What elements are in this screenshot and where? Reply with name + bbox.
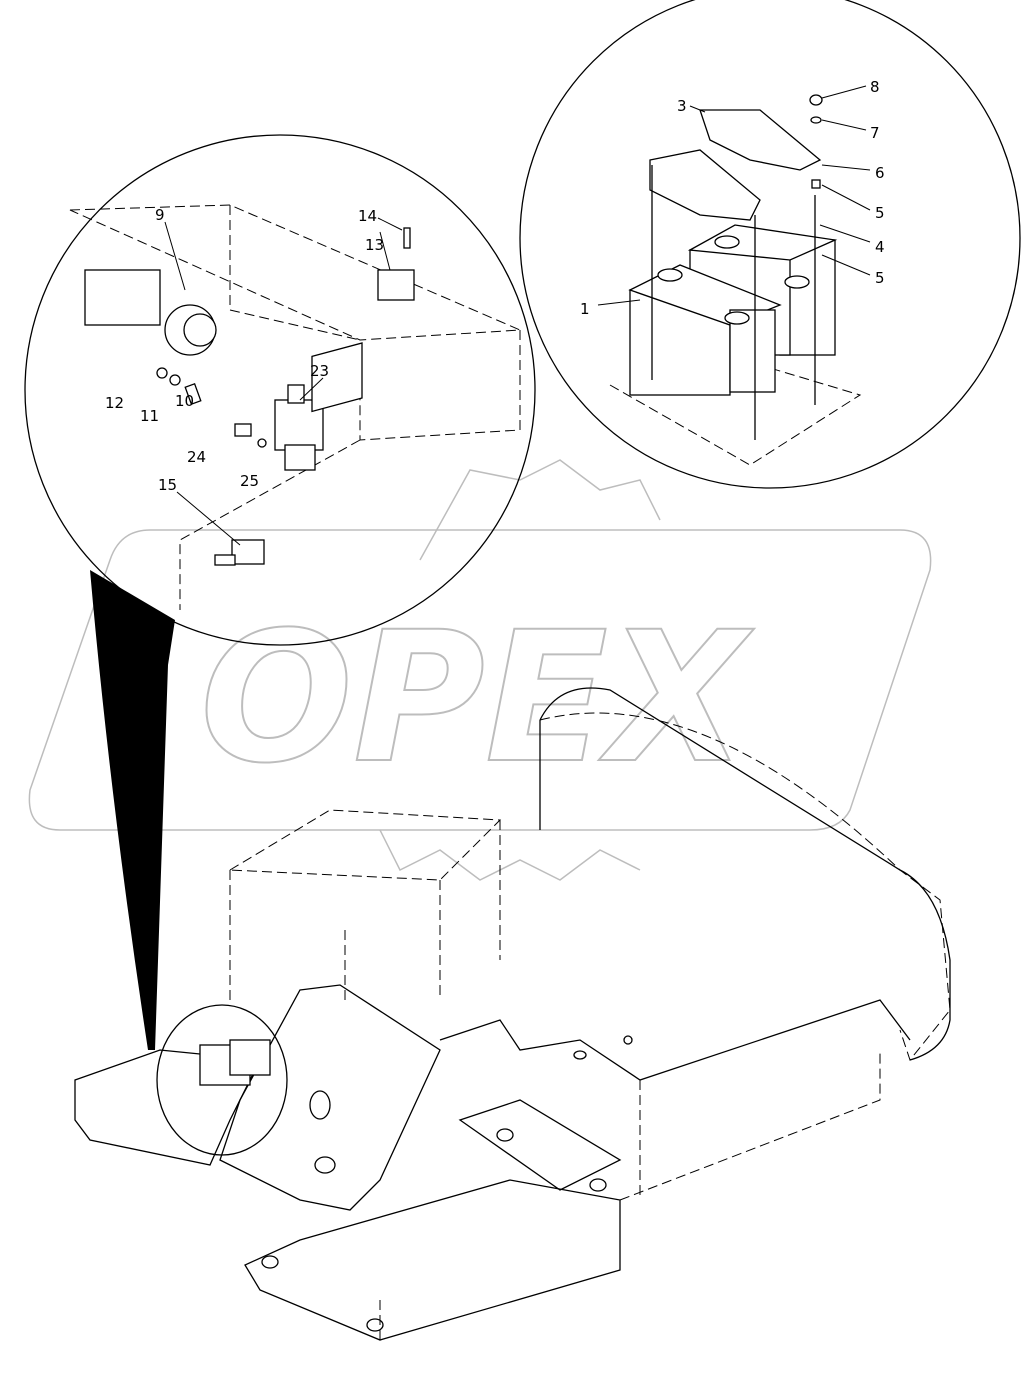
callout-3: 3 bbox=[677, 97, 687, 115]
callout-24: 24 bbox=[187, 448, 206, 466]
callout-10: 10 bbox=[175, 392, 194, 410]
machine-frame bbox=[74, 687, 951, 1341]
battery-detail-drawing bbox=[609, 94, 862, 466]
detail-pointer bbox=[90, 570, 175, 1050]
callout-14: 14 bbox=[358, 207, 377, 225]
callout-1: 1 bbox=[580, 300, 590, 318]
switch-assembly-on-frame bbox=[199, 1039, 271, 1086]
callout-11: 11 bbox=[140, 407, 159, 425]
callout-9: 9 bbox=[155, 206, 165, 224]
callout-4: 4 bbox=[875, 238, 885, 256]
battery-detail-circle bbox=[519, 0, 1021, 489]
callout-25: 25 bbox=[240, 472, 259, 490]
switch-detail-drawing bbox=[69, 204, 521, 610]
callout-8: 8 bbox=[870, 78, 880, 96]
callout-15: 15 bbox=[158, 476, 177, 494]
callout-7: 7 bbox=[870, 124, 880, 142]
leader-lines bbox=[164, 85, 871, 546]
detail-location-circle bbox=[156, 1004, 288, 1156]
callout-5b: 5 bbox=[875, 269, 885, 287]
callout-6: 6 bbox=[875, 164, 885, 182]
callout-5a: 5 bbox=[875, 204, 885, 222]
switch-callouts: 9 10 11 12 13 14 15 23 24 25 bbox=[105, 206, 384, 494]
callout-13: 13 bbox=[365, 236, 384, 254]
callout-23: 23 bbox=[310, 362, 329, 380]
switch-detail-circle bbox=[24, 134, 536, 646]
watermark-text: OPEX bbox=[200, 594, 755, 803]
watermark-logo: OPEX bbox=[28, 459, 932, 881]
callout-12: 12 bbox=[105, 394, 124, 412]
battery-callouts: 1 3 4 5 5 6 7 8 bbox=[580, 78, 885, 318]
